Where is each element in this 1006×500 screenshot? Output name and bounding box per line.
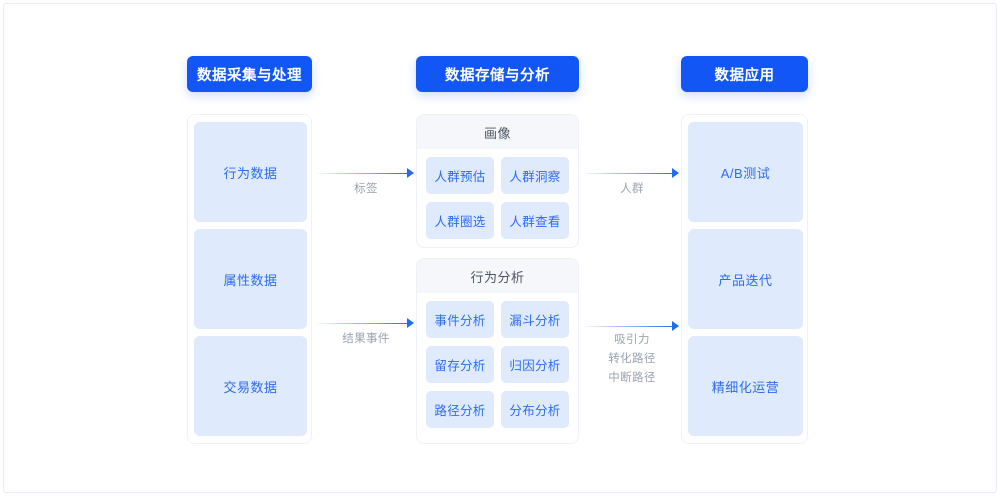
arrow-right-icon-result-events bbox=[318, 318, 414, 328]
chip-crowd-estimate[interactable]: 人群预估 bbox=[426, 157, 494, 194]
arrow-head-icon bbox=[407, 318, 414, 328]
arrow-right-icon-tags bbox=[318, 168, 414, 178]
chip-attribution-analysis[interactable]: 归因分析 bbox=[501, 346, 569, 383]
arrow-line bbox=[318, 172, 408, 174]
card-behavior-data[interactable]: 行为数据 bbox=[194, 122, 307, 222]
panel-behavior-analysis-grid: 事件分析 漏斗分析 留存分析 归因分析 路径分析 分布分析 bbox=[417, 293, 578, 437]
card-attribute-data[interactable]: 属性数据 bbox=[194, 229, 307, 329]
stage-header-data-storage[interactable]: 数据存储与分析 bbox=[416, 56, 579, 92]
chip-funnel-analysis[interactable]: 漏斗分析 bbox=[501, 301, 569, 338]
arrow-head-icon bbox=[672, 321, 679, 331]
card-product-iteration[interactable]: 产品迭代 bbox=[688, 229, 803, 329]
card-ab-testing[interactable]: A/B测试 bbox=[688, 122, 803, 222]
chip-retention-analysis[interactable]: 留存分析 bbox=[426, 346, 494, 383]
arrow-head-icon bbox=[407, 168, 414, 178]
chip-crowd-insight[interactable]: 人群洞察 bbox=[501, 157, 569, 194]
arrow-label-attractiveness: 吸引力 bbox=[614, 334, 650, 346]
arrow-label-result-events: 结果事件 bbox=[342, 333, 390, 345]
card-transaction-data[interactable]: 交易数据 bbox=[194, 336, 307, 436]
panel-portrait: 画像 人群预估 人群洞察 人群圈选 人群查看 bbox=[416, 114, 579, 248]
panel-portrait-grid: 人群预估 人群洞察 人群圈选 人群查看 bbox=[417, 149, 578, 247]
arrow-label-tags: 标签 bbox=[354, 183, 378, 195]
chip-crowd-selection[interactable]: 人群圈选 bbox=[426, 202, 494, 239]
arrow-line bbox=[585, 325, 673, 327]
panel-portrait-title: 画像 bbox=[417, 115, 578, 149]
chip-event-analysis[interactable]: 事件分析 bbox=[426, 301, 494, 338]
column-data-sources: 行为数据 属性数据 交易数据 bbox=[187, 114, 312, 444]
card-refined-operation[interactable]: 精细化运营 bbox=[688, 336, 803, 436]
arrow-label-crowd: 人群 bbox=[620, 183, 644, 195]
arrow-label-interrupt-path: 中断路径 bbox=[608, 372, 656, 384]
arrow-head-icon bbox=[672, 168, 679, 178]
chip-crowd-view[interactable]: 人群查看 bbox=[501, 202, 569, 239]
arrow-right-icon-crowd bbox=[585, 168, 679, 178]
arrow-line bbox=[318, 322, 408, 324]
stage-header-data-application[interactable]: 数据应用 bbox=[681, 56, 808, 92]
panel-behavior-analysis-title: 行为分析 bbox=[417, 259, 578, 293]
column-applications: A/B测试 产品迭代 精细化运营 bbox=[681, 114, 808, 444]
arrow-line bbox=[585, 172, 673, 174]
arrow-right-icon-paths bbox=[585, 321, 679, 331]
arrow-label-paths: 吸引力 转化路径 中断路径 bbox=[585, 331, 679, 388]
chip-path-analysis[interactable]: 路径分析 bbox=[426, 391, 494, 428]
chip-distribution-analysis[interactable]: 分布分析 bbox=[501, 391, 569, 428]
arrow-label-conversion-path: 转化路径 bbox=[608, 353, 656, 365]
stage-header-data-collection[interactable]: 数据采集与处理 bbox=[187, 56, 312, 92]
panel-behavior-analysis: 行为分析 事件分析 漏斗分析 留存分析 归因分析 路径分析 分布分析 bbox=[416, 258, 579, 444]
